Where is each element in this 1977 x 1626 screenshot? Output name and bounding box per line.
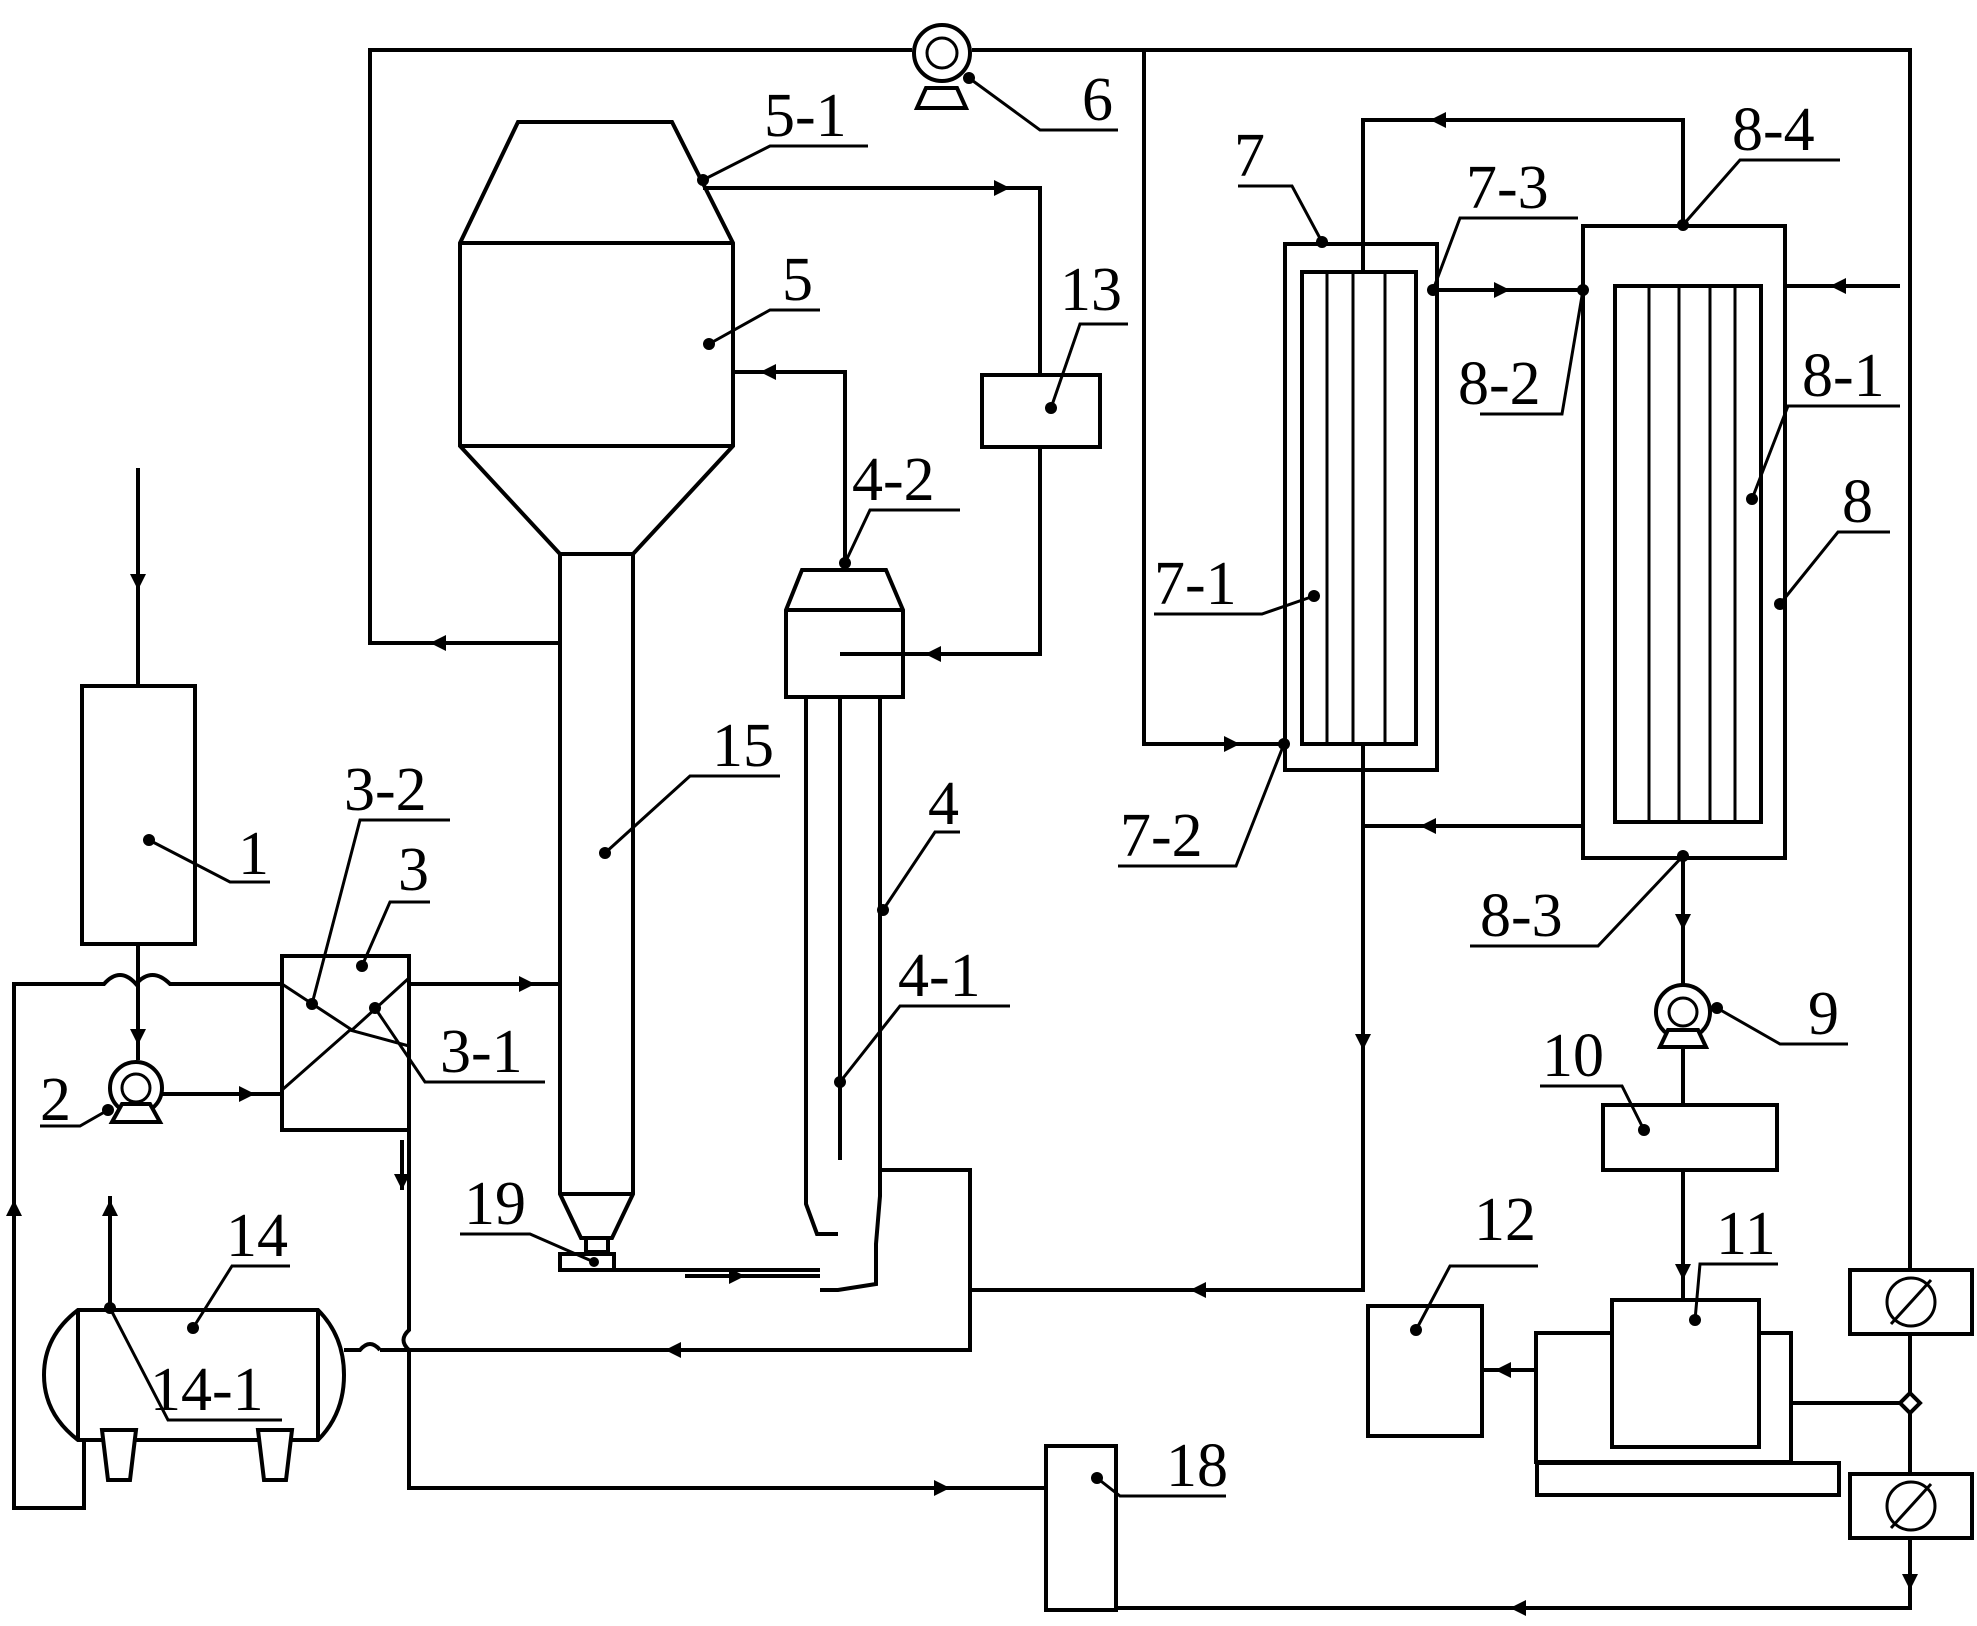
settling-column-15 bbox=[558, 552, 635, 1240]
machine-11 bbox=[1534, 1298, 1841, 1497]
pump-9 bbox=[1654, 983, 1723, 1049]
condenser-8 bbox=[1577, 219, 1787, 862]
feed-pump-2 bbox=[102, 1060, 164, 1124]
filter-lower bbox=[1848, 1472, 1974, 1540]
label-10: 10 bbox=[1542, 1022, 1604, 1090]
label-8-1: 8-1 bbox=[1802, 342, 1885, 410]
separator-4 bbox=[784, 557, 905, 1292]
tank-14 bbox=[41, 1302, 347, 1482]
label-7-2: 7-2 bbox=[1120, 802, 1203, 870]
unit-18 bbox=[1044, 1444, 1118, 1612]
spray-dryer-5 bbox=[458, 120, 735, 556]
flow-arrows bbox=[5, 112, 1918, 1616]
filter-upper bbox=[1848, 1268, 1974, 1336]
label-18: 18 bbox=[1166, 1432, 1228, 1500]
label-11: 11 bbox=[1716, 1200, 1776, 1268]
label-3: 3 bbox=[398, 836, 429, 904]
unit-12 bbox=[1366, 1304, 1484, 1438]
label-8: 8 bbox=[1842, 468, 1873, 536]
label-6: 6 bbox=[1082, 66, 1113, 134]
label-14-1: 14-1 bbox=[150, 1356, 264, 1424]
label-7: 7 bbox=[1234, 122, 1265, 190]
unit-10 bbox=[1601, 1103, 1779, 1172]
label-19: 19 bbox=[464, 1170, 526, 1238]
label-4: 4 bbox=[928, 770, 959, 838]
label-13: 13 bbox=[1060, 256, 1122, 324]
label-5-1: 5-1 bbox=[764, 82, 847, 150]
blower-6 bbox=[912, 23, 975, 110]
feed-tank-1 bbox=[80, 684, 197, 946]
heat-exchanger-3 bbox=[280, 954, 411, 1132]
label-8-3: 8-3 bbox=[1480, 882, 1563, 950]
discharge-valve-19 bbox=[558, 1236, 616, 1272]
leader-lines bbox=[40, 76, 1900, 1498]
label-9: 9 bbox=[1808, 980, 1839, 1048]
label-5: 5 bbox=[782, 246, 813, 314]
label-2: 2 bbox=[40, 1066, 71, 1134]
unit-13 bbox=[980, 373, 1102, 449]
labels: 1 2 3 3-1 3-2 4 4-1 4-2 5 5-1 6 7 7-1 7-… bbox=[40, 66, 1885, 1500]
label-4-1: 4-1 bbox=[898, 942, 981, 1010]
label-8-4: 8-4 bbox=[1732, 96, 1815, 164]
label-14: 14 bbox=[226, 1202, 288, 1270]
heat-exchanger-7 bbox=[1278, 236, 1439, 772]
label-7-3: 7-3 bbox=[1466, 154, 1549, 222]
label-3-1: 3-1 bbox=[440, 1018, 523, 1086]
label-1: 1 bbox=[238, 820, 269, 888]
label-15: 15 bbox=[712, 712, 774, 780]
label-7-1: 7-1 bbox=[1154, 550, 1237, 618]
junction-valve bbox=[1897, 1390, 1923, 1416]
label-8-2: 8-2 bbox=[1458, 350, 1541, 418]
label-3-2: 3-2 bbox=[344, 756, 427, 824]
label-12: 12 bbox=[1474, 1186, 1536, 1254]
label-4-2: 4-2 bbox=[852, 446, 935, 514]
